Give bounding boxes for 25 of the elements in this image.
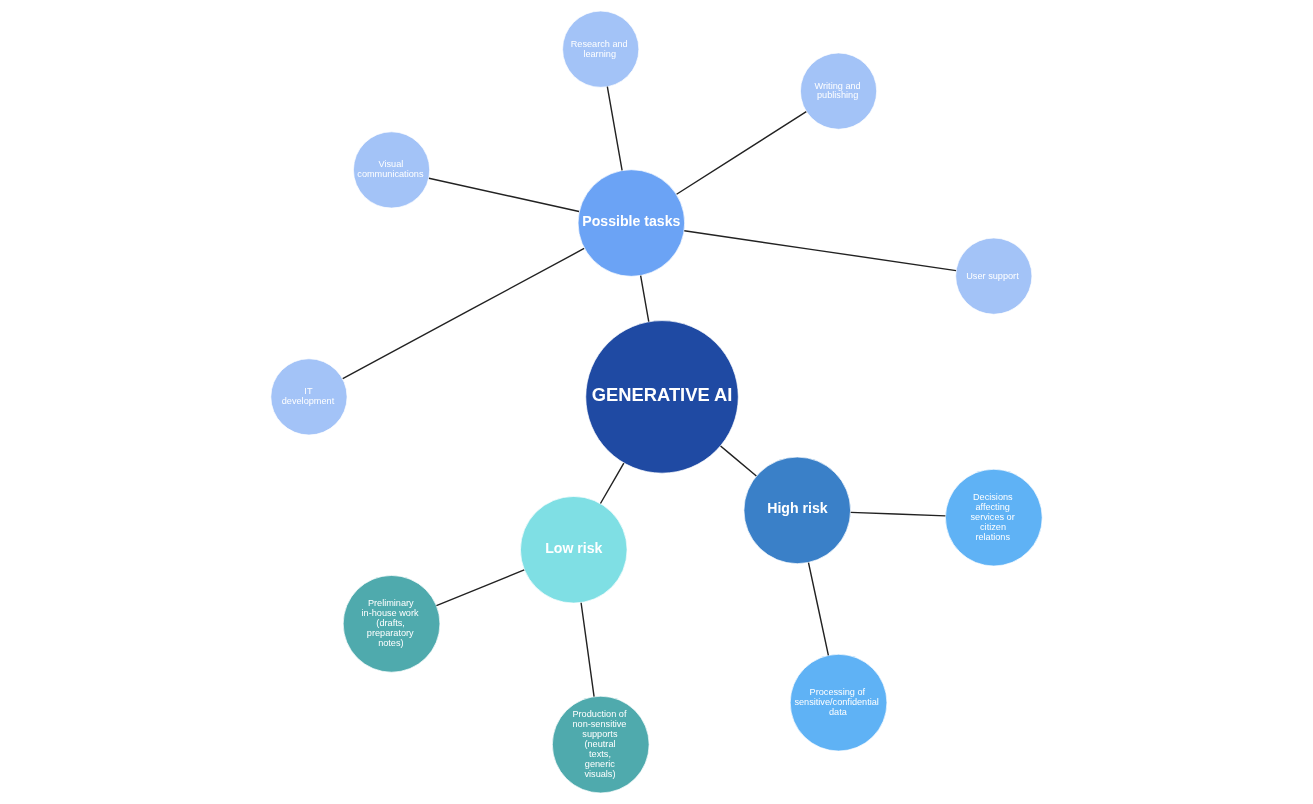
connector bbox=[807, 561, 830, 656]
node-circle: Visual communications bbox=[353, 131, 431, 209]
node-circle: High risk bbox=[743, 456, 851, 565]
node-circle: User support bbox=[955, 237, 1033, 315]
connector bbox=[675, 110, 807, 195]
node-circle: GENERATIVE AI bbox=[585, 320, 739, 474]
connector bbox=[435, 569, 525, 607]
connector bbox=[428, 177, 580, 213]
node-circle: Production of non-sensitive supports (neutral texts, generic visuals) bbox=[552, 695, 650, 794]
node-circle: Research and learning bbox=[562, 10, 640, 88]
node-circle: Preliminary in-house work (drafts, preparatory notes) bbox=[342, 575, 441, 673]
node-circle: Writing and publishing bbox=[800, 52, 878, 130]
connector bbox=[580, 602, 595, 698]
node-circle: Low risk bbox=[520, 496, 628, 604]
connector bbox=[606, 86, 623, 172]
connector bbox=[719, 445, 758, 477]
node-circle: Possible tasks bbox=[577, 169, 686, 277]
node-circle: Processing of sensitive/confidential data bbox=[789, 653, 888, 752]
connector bbox=[683, 230, 957, 272]
node-circle: IT development bbox=[270, 358, 348, 436]
connector bbox=[850, 511, 947, 517]
connector bbox=[599, 462, 625, 505]
node-circle: Decisions affecting services or citizen relations bbox=[945, 468, 1043, 567]
connector bbox=[639, 274, 650, 323]
connector bbox=[342, 247, 585, 380]
